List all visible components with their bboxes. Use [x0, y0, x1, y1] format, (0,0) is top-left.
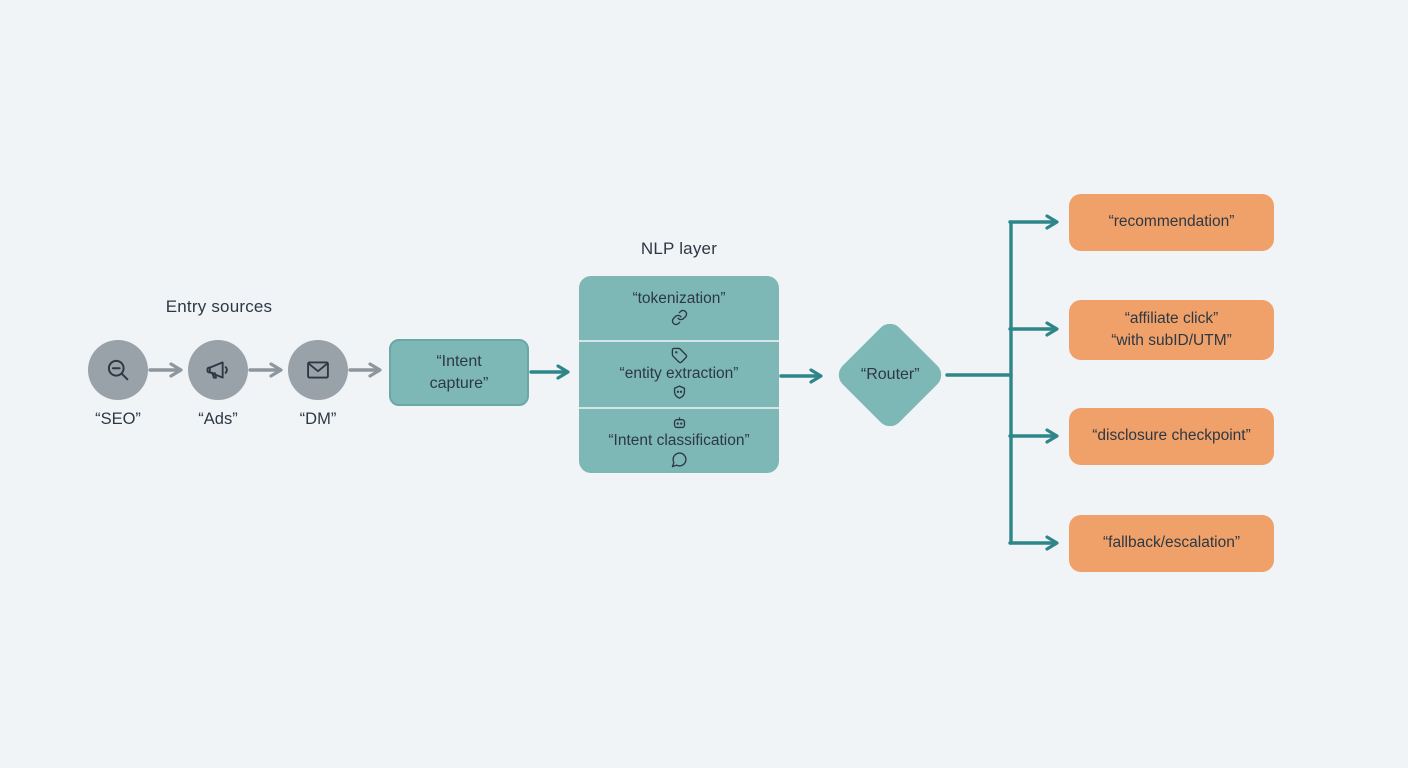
- output-recommendation-label: “recommendation”: [1108, 213, 1235, 231]
- nlp-stack: “tokenization” “entity extraction”: [579, 276, 779, 473]
- megaphone-icon: [206, 361, 228, 379]
- output-disclosure-checkpoint: “disclosure checkpoint”: [1069, 408, 1274, 465]
- nlp-stage-entity-extraction-label: “entity extraction”: [619, 365, 739, 383]
- router-label: “Router”: [860, 366, 920, 383]
- output-affiliate-click-line1: “affiliate click”: [1124, 309, 1219, 327]
- bot-icon: [673, 417, 685, 428]
- nlp-stage-tokenization-label: “tokenization”: [632, 290, 726, 308]
- nlp-stage-entity-extraction: “entity extraction”: [579, 340, 779, 406]
- envelope-icon: [307, 361, 329, 379]
- nlp-layer-title: NLP layer: [640, 239, 718, 258]
- intent-capture-label: “Intent capture”: [429, 352, 489, 392]
- entry-node-ads-label: “Ads”: [198, 410, 238, 428]
- entry-node-dm: [288, 340, 348, 400]
- entity-badge-icon: [673, 385, 685, 400]
- output-disclosure-checkpoint-label: “disclosure checkpoint”: [1092, 427, 1251, 445]
- entry-node-ads: [188, 340, 248, 400]
- output-affiliate-click-line2: “with subID/UTM”: [1111, 332, 1232, 349]
- entry-sources-title: Entry sources: [165, 297, 273, 316]
- output-fallback-escalation: “fallback/escalation”: [1069, 515, 1274, 572]
- nlp-stage-tokenization: “tokenization”: [579, 276, 779, 340]
- entry-node-dm-label: “DM”: [299, 410, 337, 428]
- output-affiliate-click: “affiliate click” “with subID/UTM”: [1069, 300, 1274, 360]
- entry-node-seo: [88, 340, 148, 400]
- zoom-out-icon: [107, 359, 129, 381]
- output-recommendation: “recommendation”: [1069, 194, 1274, 251]
- nlp-stage-intent-classification: “Intent classification”: [579, 406, 779, 473]
- link-icon: [671, 309, 687, 326]
- speech-bubble-icon: [671, 452, 686, 468]
- entry-node-seo-label: “SEO”: [95, 410, 141, 428]
- intent-capture-node: “Intent capture”: [389, 339, 529, 406]
- output-fallback-escalation-label: “fallback/escalation”: [1103, 534, 1240, 552]
- tag-icon: [671, 348, 687, 364]
- nlp-stage-intent-classification-label: “Intent classification”: [608, 431, 750, 449]
